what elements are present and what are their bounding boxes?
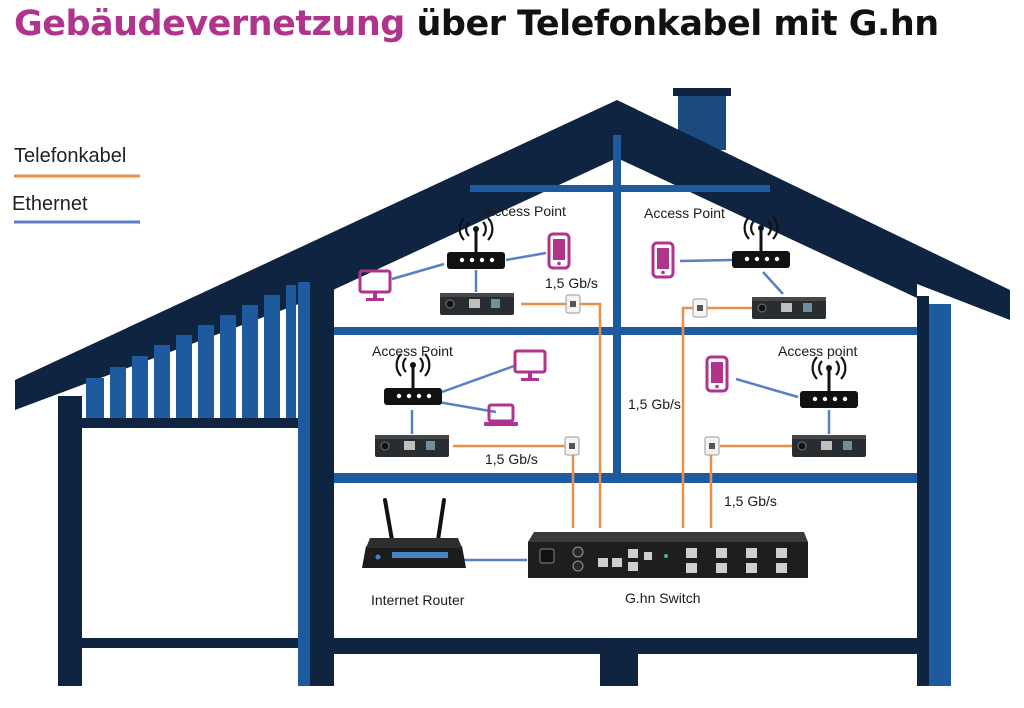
speed-label-center: 1,5 Gb/s (628, 396, 681, 412)
access-point-device (382, 352, 444, 407)
phone-cable-top-left-riser (580, 302, 602, 528)
router-label: Internet Router (371, 592, 465, 608)
room-top-left: Access Point 1,5 Gb/s (358, 203, 598, 316)
phone-socket (565, 294, 581, 314)
smartphone-icon (651, 241, 675, 279)
phone-cable-lines (453, 302, 792, 528)
legend-label-phone-cable: Telefonkabel (14, 145, 126, 167)
internet-router: Internet Router (362, 498, 466, 608)
smartphone-icon (705, 355, 729, 393)
access-point-label: Access Point (485, 203, 566, 219)
title-highlight: Gebäudevernetzung (14, 4, 405, 44)
ethernet-lines (391, 251, 831, 562)
ghn-adapter (751, 296, 827, 320)
attic-slats (86, 285, 296, 420)
phone-cable-top-right-riser (681, 306, 693, 528)
phone-socket (704, 436, 720, 456)
room-middle-right: Access point (704, 343, 867, 458)
house-structure (15, 88, 1010, 686)
access-point-label: Access Point (644, 205, 725, 221)
ghn-switch: G.hn Switch (528, 532, 808, 606)
access-point-device (798, 355, 860, 410)
access-point-label: Access Point (372, 343, 453, 359)
smartphone-icon (547, 232, 571, 270)
switch-label: G.hn Switch (625, 590, 700, 606)
ghn-adapter (791, 434, 867, 458)
monitor-icon (513, 349, 547, 383)
monitor-icon (358, 269, 392, 303)
ghn-adapter (374, 434, 450, 458)
room-middle-left: Access Point 1,5 Gb/s (372, 343, 580, 467)
speed-label: 1,5 Gb/s (485, 451, 538, 467)
legend-label-ethernet: Ethernet (12, 193, 88, 215)
speed-label-right: 1,5 Gb/s (724, 493, 777, 509)
room-top-right: Access Point (644, 205, 827, 320)
phone-socket (692, 298, 708, 318)
laptop-icon (482, 403, 520, 428)
speed-label: 1,5 Gb/s (545, 275, 598, 291)
roof (15, 100, 1010, 410)
title-rest: über Telefonkabel mit G.hn (404, 4, 939, 44)
access-point-label: Access point (778, 343, 857, 359)
diagram-title: Gebäudevernetzung über Telefonkabel mit … (14, 4, 939, 44)
phone-socket (564, 436, 580, 456)
ghn-adapter (439, 292, 515, 316)
